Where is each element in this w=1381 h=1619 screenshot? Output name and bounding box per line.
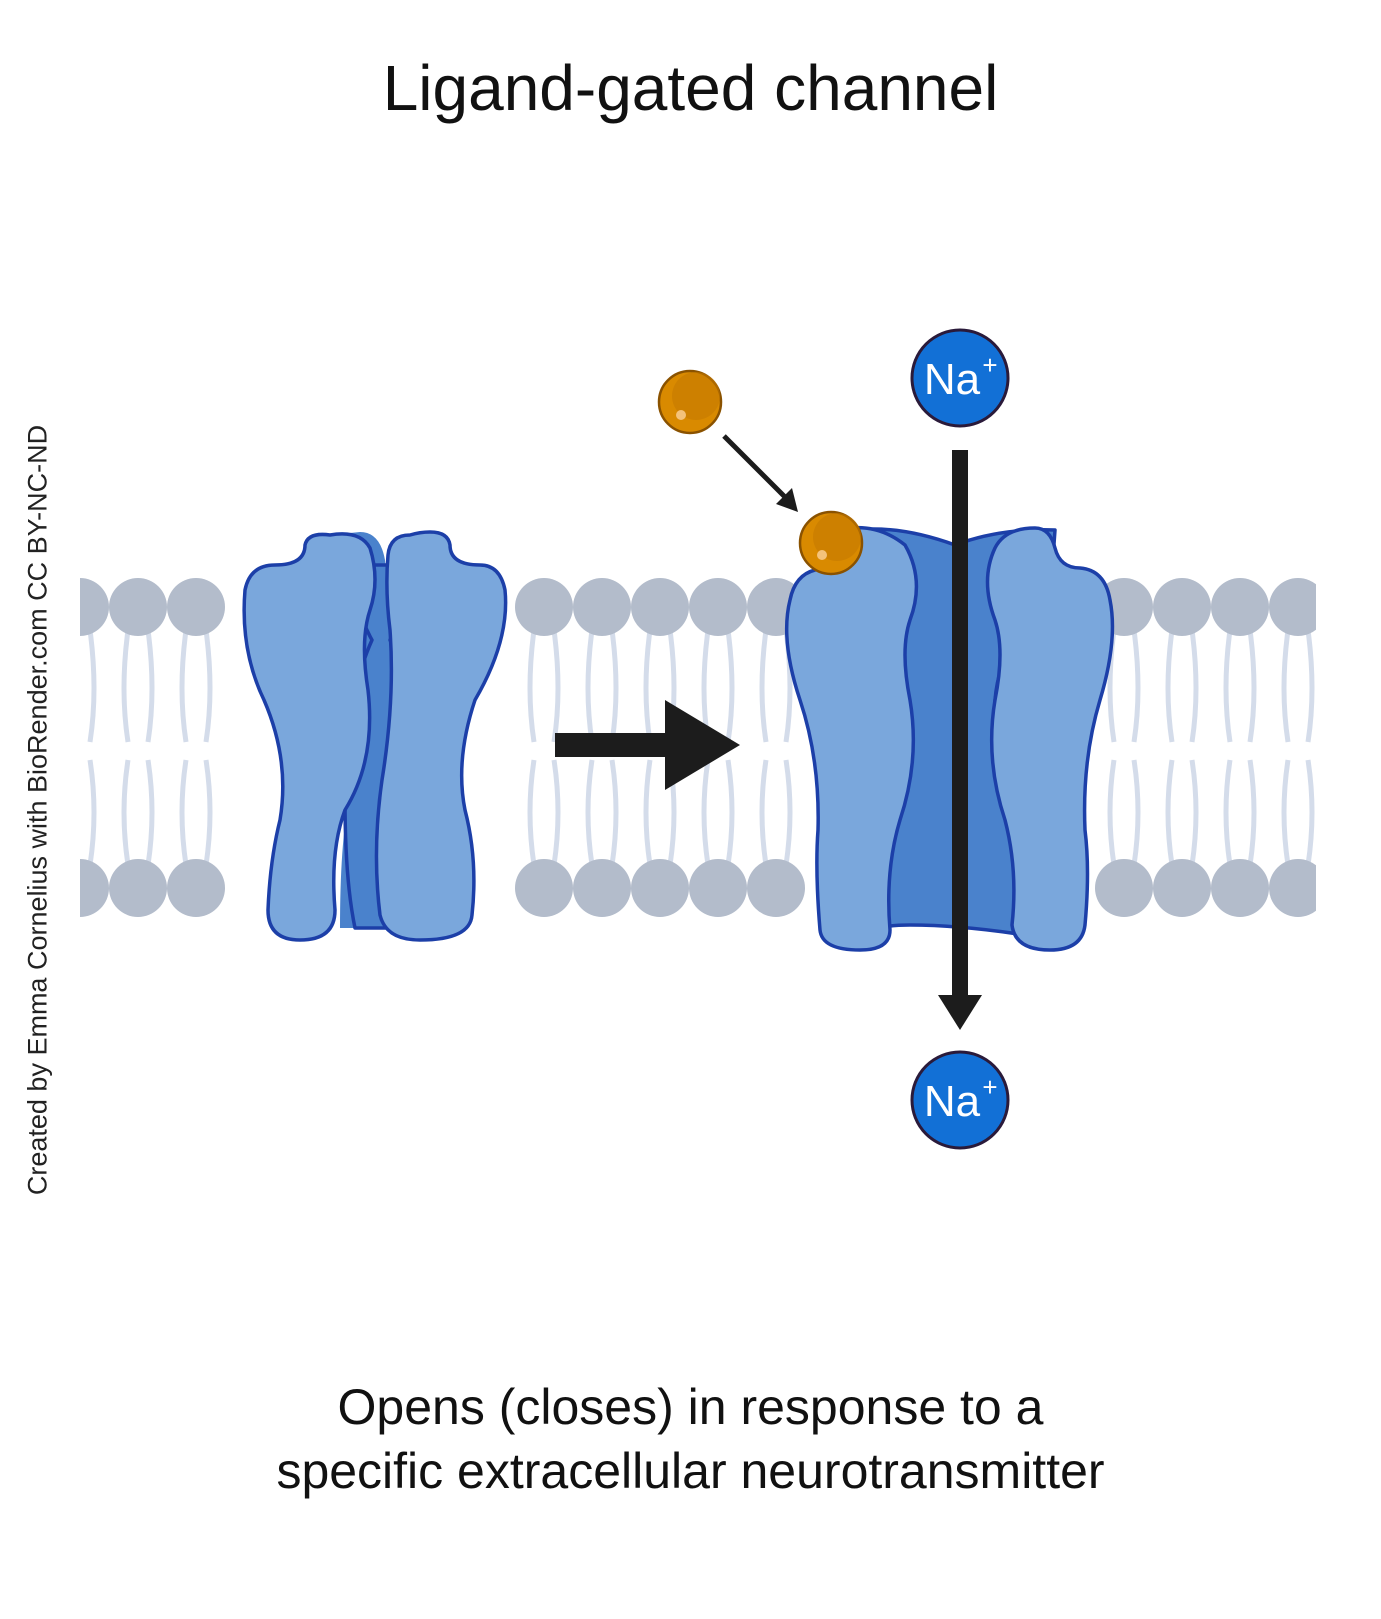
lipid-tail xyxy=(585,629,595,743)
lipid-head xyxy=(573,859,631,917)
lipid-head xyxy=(1095,859,1153,917)
ion-symbol-bottom: Na xyxy=(924,1077,981,1126)
lipid-tail xyxy=(1131,759,1141,866)
lipid-tail xyxy=(725,629,735,743)
lipid-head xyxy=(1269,859,1316,917)
lipid-head xyxy=(109,578,167,636)
lipid-heads-bottom xyxy=(80,859,1316,917)
caption: Opens (closes) in response to a specific… xyxy=(0,1375,1381,1503)
lipid-tail xyxy=(179,759,189,866)
lipid-head xyxy=(1211,859,1269,917)
lipid-head xyxy=(109,859,167,917)
lipid-tail xyxy=(121,759,131,866)
ion-charge-top: + xyxy=(982,350,997,380)
lipid-tail xyxy=(1107,759,1117,866)
lipid-tail xyxy=(1305,629,1315,743)
lipid-tail xyxy=(527,759,537,866)
lipid-tail xyxy=(527,629,537,743)
lipid-tail xyxy=(725,759,735,866)
lipid-tail xyxy=(551,759,561,866)
closed-channel-icon xyxy=(242,530,508,942)
lipid-tail xyxy=(759,759,769,866)
lipid-head xyxy=(1269,578,1316,636)
lipid-tail xyxy=(179,629,189,743)
lipid-tail xyxy=(701,759,711,866)
lipid-tail xyxy=(1131,629,1141,743)
lipid-tail xyxy=(1189,759,1199,866)
ligand-molecule-icon xyxy=(657,369,723,435)
lipid-head xyxy=(515,578,573,636)
ligand-arrow xyxy=(722,434,798,512)
lipid-tail xyxy=(1247,629,1257,743)
lipid-tail xyxy=(1223,759,1233,866)
ion-symbol-top: Na xyxy=(924,355,981,404)
lipid-tail xyxy=(609,759,619,866)
lipid-tail xyxy=(585,759,595,866)
lipid-head xyxy=(515,859,573,917)
lipid-tail xyxy=(145,759,155,866)
lipid-tail xyxy=(66,630,70,742)
page-title: Ligand-gated channel xyxy=(382,52,999,124)
lipid-tail xyxy=(1281,759,1291,866)
lipid-tail xyxy=(551,629,561,743)
lipid-tail xyxy=(1247,759,1257,866)
lipid-head xyxy=(1153,859,1211,917)
lipid-head xyxy=(167,578,225,636)
lipid-head xyxy=(80,578,109,636)
lipid-tail xyxy=(1189,629,1199,743)
lipid-head xyxy=(1211,578,1269,636)
lipid-tail xyxy=(203,759,213,866)
lipid-tail xyxy=(121,629,131,743)
lipid-head xyxy=(747,859,805,917)
lipid-tail xyxy=(1223,629,1233,743)
lipid-tails-bottom xyxy=(66,759,1315,866)
lipid-tail xyxy=(1305,759,1315,866)
lipid-tail xyxy=(66,760,70,865)
lipid-tail xyxy=(145,629,155,743)
lipid-head xyxy=(689,578,747,636)
lipid-head xyxy=(167,859,225,917)
lipid-tail xyxy=(643,759,653,866)
lipid-head xyxy=(631,859,689,917)
transition-arrow-icon xyxy=(555,700,740,790)
sodium-ion-icon: Na + xyxy=(910,1050,1010,1150)
caption-line-2: specific extracellular neurotransmitter xyxy=(276,1443,1105,1499)
lipid-head xyxy=(573,578,631,636)
lipid-heads-top xyxy=(80,578,1316,636)
lipid-head xyxy=(80,859,109,917)
lipid-tail xyxy=(609,629,619,743)
open-channel-icon xyxy=(784,525,1115,952)
lipid-tail xyxy=(783,759,793,866)
lipid-tail xyxy=(759,629,769,743)
ion-charge-bottom: + xyxy=(982,1072,997,1102)
lipid-tail xyxy=(87,759,97,866)
lipid-head xyxy=(689,859,747,917)
lipid-tail xyxy=(1165,759,1175,866)
lipid-tail xyxy=(87,629,97,743)
ion-flow-arrow-icon xyxy=(938,450,982,1030)
lipid-tail xyxy=(1281,629,1291,743)
sodium-ion-icon: Na + xyxy=(910,328,1010,428)
lipid-head xyxy=(1153,578,1211,636)
caption-line-1: Opens (closes) in response to a xyxy=(337,1379,1044,1435)
lipid-head xyxy=(631,578,689,636)
lipid-tail xyxy=(643,629,653,743)
lipid-tail xyxy=(203,629,213,743)
lipid-bilayer xyxy=(66,578,1316,917)
lipid-tail xyxy=(1165,629,1175,743)
bound-ligand-icon xyxy=(798,510,864,576)
